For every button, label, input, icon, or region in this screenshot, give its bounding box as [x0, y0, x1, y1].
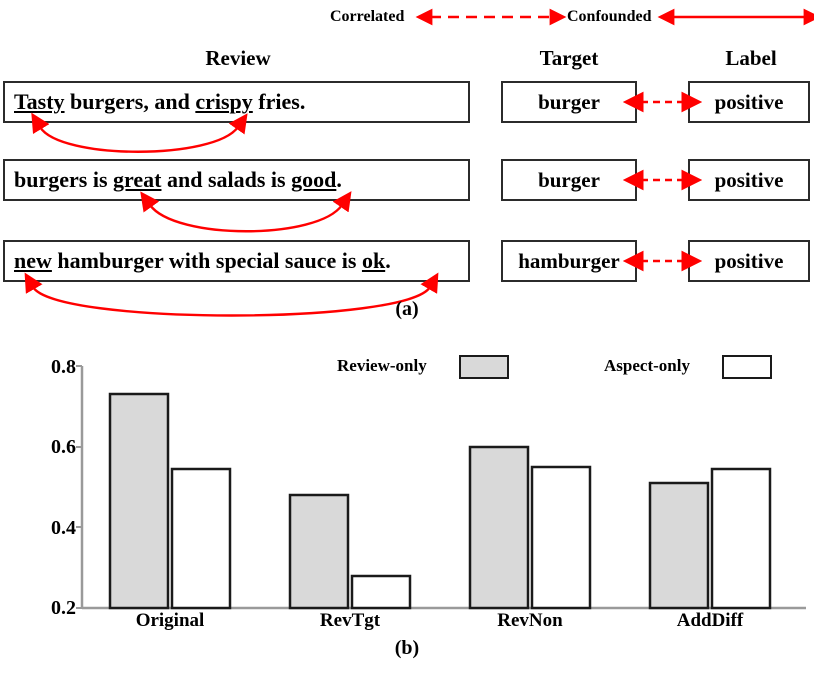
y-tick-0.4: 0.4 — [51, 517, 76, 539]
review-token: . — [336, 167, 342, 192]
review-text: new hamburger with special sauce is ok. — [14, 248, 391, 274]
bar-review-only-adddiff — [648, 481, 710, 610]
chart-plot-area — [76, 365, 806, 610]
relation-legend-arrows — [415, 8, 814, 26]
review-box: burgers is great and salads is good. — [3, 159, 470, 201]
x-tick-adddiff: AddDiff — [676, 610, 744, 631]
target-box: burger — [501, 159, 637, 201]
review-token: fries. — [252, 89, 306, 114]
panel-b-caption: (b) — [394, 637, 420, 659]
label-box: positive — [688, 81, 810, 123]
y-tick-0.6: 0.6 — [51, 436, 76, 458]
y-tick-0.2: 0.2 — [51, 597, 76, 619]
column-header-review: Review — [205, 46, 271, 70]
bar-review-only-revnon — [468, 445, 530, 610]
x-tick-revnon: RevNon — [497, 610, 563, 631]
review-token-highlight: good — [291, 167, 337, 192]
review-token: and salads is — [161, 167, 292, 192]
relation-legend-label-confounded: Confounded — [567, 8, 652, 25]
bar-review-only-original — [108, 392, 170, 610]
target-box: hamburger — [501, 240, 637, 282]
label-box: positive — [688, 240, 810, 282]
bar-review-only-revtgt — [288, 493, 350, 610]
label-box: positive — [688, 159, 810, 201]
bar-chart: Review-only Aspect-only 0.8 0.6 0.4 0.2 — [0, 352, 814, 632]
review-token-highlight: ok — [361, 248, 386, 273]
y-tick-0.8: 0.8 — [51, 356, 76, 378]
column-header-label: Label — [725, 46, 777, 70]
review-token-highlight: Tasty — [14, 89, 65, 114]
legend-label-aspect-only: Aspect-only — [604, 356, 690, 375]
relation-legend: Correlated Confounded — [0, 0, 814, 34]
correlation-arc — [31, 112, 248, 153]
legend-label-review-only: Review-only — [337, 356, 427, 375]
bar-aspect-only-revnon — [530, 465, 592, 610]
relation-legend-label-correlated: Correlated — [330, 8, 405, 25]
bar-aspect-only-revtgt — [350, 574, 412, 610]
panel-a-caption: (a) — [395, 298, 419, 320]
x-tick-original: Original — [135, 610, 205, 631]
x-tick-revtgt: RevTgt — [319, 610, 381, 631]
review-text: burgers is great and salads is good. — [14, 167, 342, 193]
column-header-target: Target — [539, 46, 599, 70]
bar-aspect-only-adddiff — [710, 467, 772, 610]
review-text: Tasty burgers, and crispy fries. — [14, 89, 305, 115]
review-box: new hamburger with special sauce is ok. — [3, 240, 470, 282]
review-token: hamburger with special sauce is — [51, 248, 362, 273]
legend-swatch-aspect-only — [722, 355, 772, 379]
review-token: . — [385, 248, 391, 273]
bar-aspect-only-original — [170, 467, 232, 610]
correlation-arc — [140, 191, 352, 233]
review-token-highlight: new — [14, 248, 52, 273]
review-token-highlight: great — [113, 167, 162, 192]
review-token: burgers, and — [64, 89, 196, 114]
legend-swatch-review-only — [459, 355, 509, 379]
review-token: burgers is — [14, 167, 113, 192]
target-box: burger — [501, 81, 637, 123]
review-box: Tasty burgers, and crispy fries. — [3, 81, 470, 123]
review-token-highlight: crispy — [195, 89, 253, 114]
